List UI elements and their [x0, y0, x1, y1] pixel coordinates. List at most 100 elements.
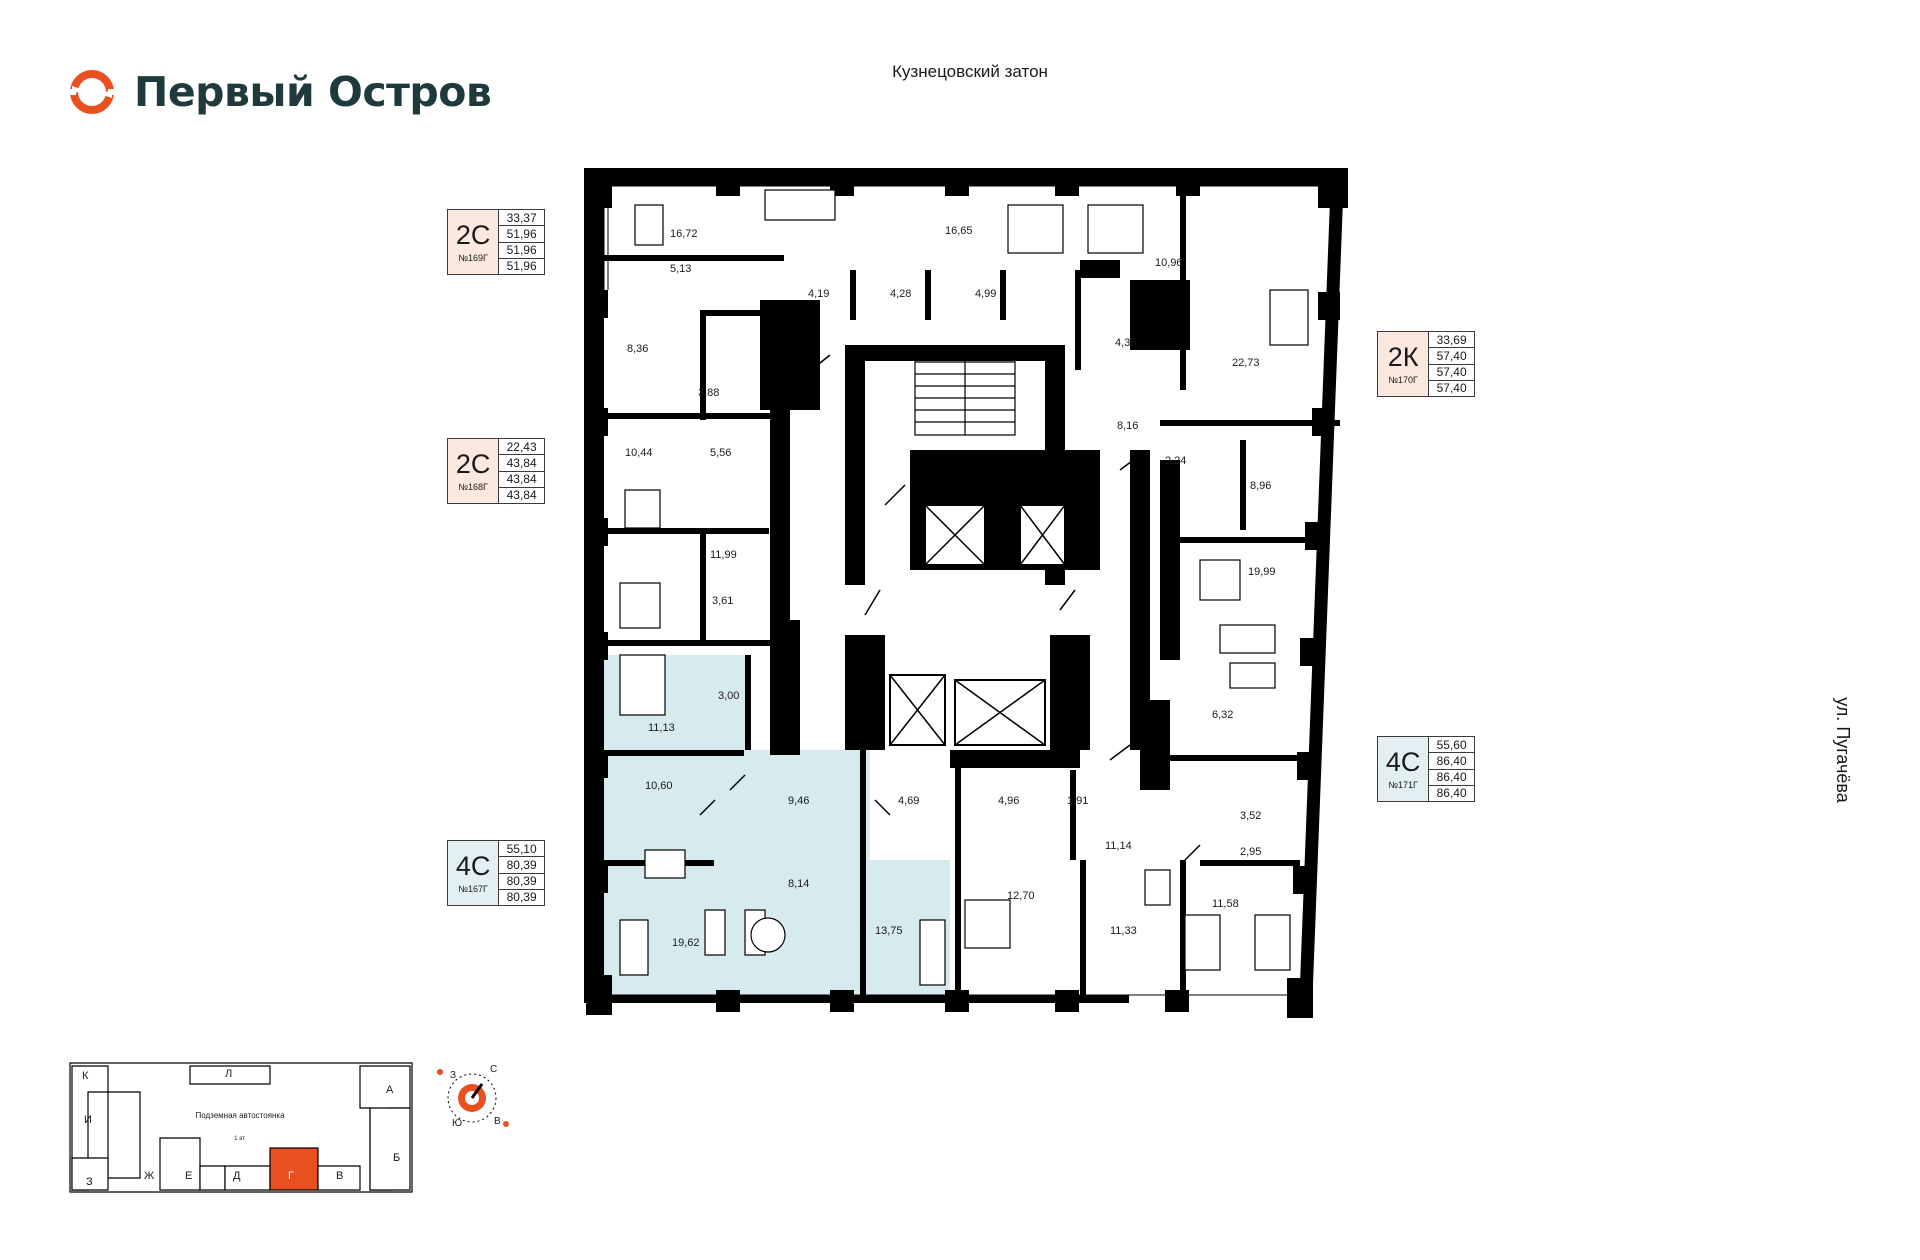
room-area: 16,72 [670, 228, 698, 240]
parking-label: Подземная автостоянка [195, 1111, 285, 1120]
room-area: 11,99 [710, 549, 737, 561]
area-value: 86,40 [1429, 769, 1474, 786]
compass-icon [437, 1069, 509, 1127]
room-area: 8,36 [627, 343, 649, 355]
section-label[interactable]: В [336, 1170, 344, 1182]
section-label[interactable]: Е [185, 1170, 193, 1182]
room-area: 5,13 [670, 263, 692, 275]
area-value: 51,96 [499, 242, 544, 259]
area-value: 57,40 [1429, 364, 1474, 381]
room-area: 1,91 [1067, 795, 1089, 807]
room-area: 10,60 [645, 780, 673, 792]
room-area: 4,96 [998, 795, 1020, 807]
section-label[interactable]: Ж [144, 1170, 155, 1182]
section-label[interactable]: А [386, 1084, 394, 1096]
room-area: 2,95 [1240, 846, 1262, 858]
room-area: 19,62 [672, 937, 700, 949]
compass-label: З [450, 1070, 457, 1081]
site-plan-map [69, 1062, 413, 1193]
apartment-number: №168Г [458, 482, 488, 492]
room-area: 12,70 [1007, 890, 1035, 902]
room-area: 5,56 [710, 447, 732, 459]
parking-level: 1 эт. [234, 1136, 246, 1142]
room-area: 13,75 [875, 925, 903, 937]
exterior-walls [584, 168, 1348, 1018]
room-area: 22,73 [1232, 357, 1260, 369]
room-area: 3,88 [698, 387, 720, 399]
apartment-type: 2С [455, 449, 491, 479]
area-value: 22,43 [499, 439, 544, 456]
interior-walls [604, 190, 1340, 1000]
room-area: 11,13 [648, 722, 675, 734]
apartment-type: 2К [1387, 342, 1419, 372]
area-value: 55,10 [499, 841, 544, 858]
room-area: 8,16 [1117, 420, 1139, 432]
room-area: 11,58 [1212, 898, 1239, 910]
room-area: 4,35 [1115, 337, 1137, 349]
stairs [914, 349, 1016, 436]
compass-label: Ю [452, 1118, 463, 1129]
current-section [269, 1147, 319, 1191]
room-area: 4,28 [890, 288, 912, 300]
section-label[interactable]: З [86, 1176, 93, 1188]
room-area: 16,65 [945, 225, 973, 237]
compass-label: С [490, 1064, 498, 1075]
room-area: 4,19 [808, 288, 830, 300]
site-plan: К Л А И Б З Ж Е Д Г В Подземная автостоя… [60, 1058, 420, 1203]
area-value: 57,40 [1429, 348, 1474, 365]
apartment-number: №171Г [1388, 780, 1418, 790]
room-area: 10,44 [625, 447, 653, 459]
area-value: 43,84 [499, 487, 544, 503]
area-value: 86,40 [1429, 785, 1474, 801]
apartment-type: 4С [1385, 747, 1421, 777]
area-value: 80,39 [499, 889, 544, 905]
section-label[interactable]: Д [233, 1170, 241, 1182]
area-value: 43,84 [499, 471, 544, 488]
logo-icon [66, 70, 118, 114]
room-area: 10,96 [1155, 257, 1183, 269]
doors [699, 354, 1201, 861]
room-area: 3,61 [712, 595, 734, 607]
apartment-number: №170Г [1388, 375, 1418, 385]
room-area: 2,24 [1165, 455, 1187, 467]
room-area: 11,14 [1105, 840, 1132, 852]
compass-label: В [494, 1116, 501, 1127]
logo-text: Первый Остров [134, 68, 492, 116]
area-value: 80,39 [499, 873, 544, 890]
area-value: 43,84 [499, 455, 544, 472]
logo: Первый Остров [64, 62, 492, 122]
windows [603, 185, 1318, 996]
section-label[interactable]: К [82, 1070, 89, 1082]
apartment-number: №167Г [458, 884, 488, 894]
area-value: 51,96 [499, 258, 544, 274]
room-area: 3,52 [1240, 810, 1262, 822]
section-label[interactable]: И [84, 1114, 92, 1126]
section-label[interactable]: Г [288, 1170, 294, 1182]
apartment-type: 2С [455, 220, 491, 250]
room-area: 8,14 [788, 878, 810, 890]
furniture [619, 189, 1309, 986]
area-value: 55,60 [1429, 737, 1474, 754]
compass: З С Ю В [432, 1058, 512, 1138]
room-area: 3,00 [718, 690, 740, 702]
area-value: 57,40 [1429, 380, 1474, 396]
room-area: 4,99 [975, 288, 997, 300]
area-value: 51,96 [499, 226, 544, 243]
room-area: 4,69 [898, 795, 920, 807]
room-area: 6,32 [1212, 709, 1234, 721]
area-value: 33,69 [1429, 332, 1474, 349]
area-value: 80,39 [499, 857, 544, 874]
apartment-number: №169Г [458, 253, 488, 263]
section-label[interactable]: Л [225, 1068, 233, 1080]
area-value: 86,40 [1429, 753, 1474, 770]
room-area: 9,46 [788, 795, 810, 807]
building-core [760, 280, 1190, 790]
room-area: 8,96 [1250, 480, 1272, 492]
section-label[interactable]: Б [393, 1152, 401, 1164]
